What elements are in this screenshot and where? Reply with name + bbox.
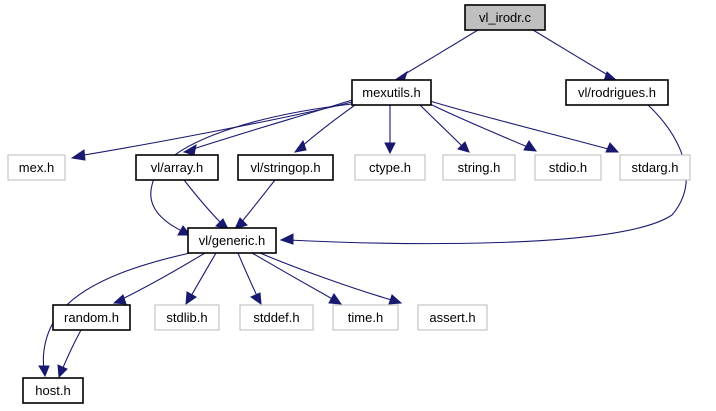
arrowhead-icon: [70, 149, 86, 161]
arrowhead-icon: [185, 291, 197, 306]
arrowhead-icon: [234, 217, 248, 230]
node-stdarg_h[interactable]: stdarg.h: [619, 154, 691, 181]
edge-line: [183, 179, 223, 225]
edge-line: [251, 252, 337, 302]
node-box[interactable]: [534, 154, 602, 181]
arrowhead-icon: [279, 233, 294, 245]
node-box[interactable]: [565, 79, 669, 106]
node-box[interactable]: [351, 79, 432, 106]
edge-array_h-to-generic_h: [183, 179, 229, 230]
edge-line: [427, 102, 531, 149]
edge-generic_h-to-assert_h: [259, 252, 403, 305]
arrowhead-icon: [177, 225, 192, 236]
edge-line: [419, 104, 465, 149]
edge-line: [299, 104, 356, 149]
edge-generic_h-to-stddef_h: [237, 252, 262, 306]
node-vl_irodr_c[interactable]: vl_irodr.c: [464, 4, 546, 31]
edge-generic_h-to-random_h: [112, 252, 206, 305]
node-string_h[interactable]: string.h: [442, 154, 516, 181]
node-assert_h[interactable]: assert.h: [417, 304, 488, 331]
node-box[interactable]: [237, 154, 334, 181]
node-stdio_h[interactable]: stdio.h: [534, 154, 602, 181]
edge-generic_h-to-host_h: [38, 252, 191, 378]
node-time_h[interactable]: time.h: [332, 304, 399, 331]
edge-mexutils_h-to-ctype_h: [384, 105, 396, 155]
edge-mexutils_h-to-string_h: [419, 104, 470, 153]
node-array_h[interactable]: vl/array.h: [135, 154, 219, 181]
edge-vl_irodr_c-to-mexutils_h: [393, 29, 479, 82]
node-box[interactable]: [7, 154, 66, 181]
arrowhead-icon: [384, 142, 396, 155]
edge-line: [239, 179, 276, 225]
node-box[interactable]: [417, 304, 488, 331]
edge-mexutils_h-to-array_h: [182, 99, 353, 156]
arrowhead-icon: [388, 294, 403, 305]
node-box[interactable]: [464, 4, 546, 31]
node-box[interactable]: [187, 227, 277, 254]
arrowhead-icon: [112, 294, 127, 305]
edge-generic_h-to-time_h: [251, 252, 343, 305]
arrowhead-icon: [57, 364, 68, 379]
edge-line: [399, 29, 479, 78]
edge-vl_irodr_c-to-rodrigues_h: [532, 29, 618, 82]
node-box[interactable]: [239, 304, 314, 331]
edge-line: [532, 29, 612, 78]
node-box[interactable]: [154, 304, 220, 331]
nodes-layer: vl_irodr.c mexutils.h vl/rodrigues.h mex.h v…: [7, 4, 691, 404]
arrowhead-icon: [523, 140, 538, 152]
node-box[interactable]: [619, 154, 691, 181]
edge-mexutils_h-to-mex_h: [70, 101, 353, 161]
node-ctype_h[interactable]: ctype.h: [354, 154, 426, 181]
edge-line: [237, 252, 259, 299]
edge-mexutils_h-to-stringop_h: [293, 104, 356, 153]
node-mexutils_h[interactable]: mexutils.h: [351, 79, 432, 106]
arrowhead-icon: [457, 141, 470, 153]
arrowhead-icon: [249, 292, 262, 306]
edge-line: [189, 252, 217, 299]
node-stdlib_h[interactable]: stdlib.h: [154, 304, 220, 331]
node-host_h[interactable]: host.h: [22, 377, 84, 404]
edge-line: [189, 99, 353, 151]
node-box[interactable]: [135, 154, 219, 181]
node-box[interactable]: [354, 154, 426, 181]
node-box[interactable]: [52, 304, 131, 331]
node-stddef_h[interactable]: stddef.h: [239, 304, 314, 331]
node-rodrigues_h[interactable]: vl/rodrigues.h: [565, 79, 669, 106]
node-stringop_h[interactable]: vl/stringop.h: [237, 154, 334, 181]
edge-line: [42, 252, 191, 371]
edge-rodrigues_h-to-generic_h: [279, 104, 687, 245]
node-mex_h[interactable]: mex.h: [7, 154, 66, 181]
edge-mexutils_h-to-stdarg_h: [429, 100, 620, 153]
node-generic_h[interactable]: vl/generic.h: [187, 227, 277, 254]
arrowhead-icon: [293, 139, 307, 153]
arrowhead-icon: [182, 144, 197, 156]
node-box[interactable]: [22, 377, 84, 404]
node-box[interactable]: [332, 304, 399, 331]
arrowhead-icon: [605, 142, 620, 153]
edge-line: [259, 252, 396, 302]
arrowhead-icon: [38, 365, 50, 378]
edge-line: [429, 100, 613, 151]
edge-line: [119, 252, 206, 301]
edge-line: [61, 329, 82, 371]
edges-layer: [38, 29, 687, 379]
edge-random_h-to-host_h: [57, 329, 82, 379]
edge-generic_h-to-stdlib_h: [185, 252, 217, 306]
edge-stringop_h-to-generic_h: [234, 179, 276, 230]
edge-line: [287, 104, 687, 245]
arrowhead-icon: [328, 293, 343, 305]
node-box[interactable]: [442, 154, 516, 181]
edge-mexutils_h-to-stdio_h: [427, 102, 538, 152]
node-random_h[interactable]: random.h: [52, 304, 131, 331]
